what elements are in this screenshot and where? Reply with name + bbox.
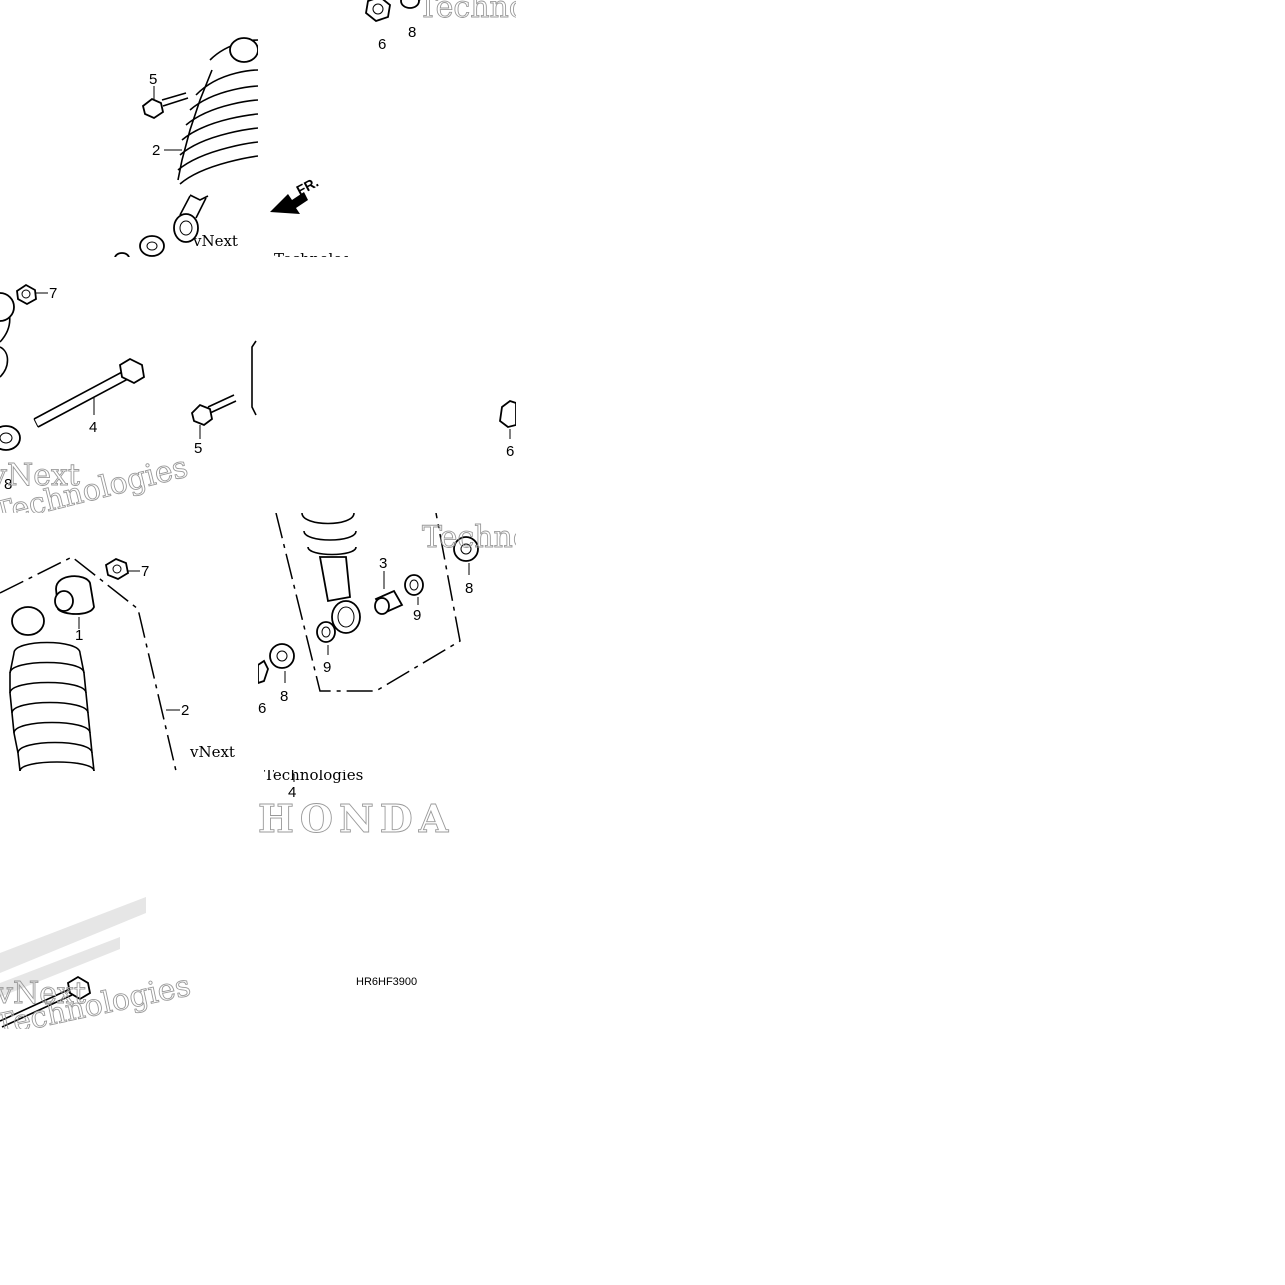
through-bolt-icon (0, 975, 92, 1028)
callout-8: 8 (280, 688, 288, 705)
seal-icon (316, 621, 336, 643)
callout-7: 7 (49, 285, 57, 302)
logo-watermark: HONDA (258, 796, 454, 834)
callout-7: 7 (141, 563, 149, 580)
callout-8: 8 (465, 580, 473, 597)
tile-shock-assembly: 1 7 2 vNext (0, 513, 258, 771)
flange-nut-icon (258, 659, 269, 684)
callout-9: 9 (323, 659, 331, 676)
callout-1: 1 (75, 627, 83, 644)
nut-icon (114, 252, 130, 258)
callout-9: 9 (413, 607, 421, 624)
tile-nut-washer-top: Techno (258, 0, 516, 23)
bolt-icon (141, 92, 189, 120)
callout-4: 4 (89, 419, 97, 436)
spring-icon (177, 37, 258, 185)
tile-bolts-middle: 7 4 5 8 vNext Technolo (0, 257, 258, 515)
tile-collar-seals: 3 9 8 9 8 (258, 513, 516, 771)
callout-6: 6 (258, 700, 266, 717)
watermark-text: vNext (0, 458, 80, 493)
washer-icon (139, 235, 165, 257)
washer-icon (400, 0, 420, 9)
flange-nut-icon (365, 0, 391, 23)
watermark-text: vNext (192, 232, 238, 250)
rubber-bushing-icon (54, 575, 95, 615)
callout-8: 8 (4, 476, 12, 493)
shock-lower-icon (301, 513, 361, 634)
watermark-text: Techno (422, 520, 516, 555)
callout-6: 6 (506, 443, 514, 460)
washer-icon (269, 643, 295, 669)
tile-bolt-lower: vNext Technologies (0, 893, 258, 1029)
callout-8: 8 (408, 24, 417, 41)
diagram-code: HR6HF3900 (356, 976, 418, 988)
tile-logo-strip: Technologies HONDA (258, 770, 516, 834)
spring-icon (9, 606, 95, 771)
callout-2: 2 (181, 702, 189, 719)
callout-2: 2 (152, 142, 160, 159)
washer-icon (453, 536, 479, 562)
seal-icon (404, 574, 424, 596)
callout-5: 5 (149, 71, 157, 88)
callout-5: 5 (194, 440, 202, 457)
flange-nut-icon (104, 557, 130, 581)
callout-6: 6 (378, 36, 387, 53)
callout-4: 4 (288, 784, 297, 801)
flange-nut-icon (16, 283, 37, 306)
callout-3: 3 (379, 555, 387, 572)
tile-nut-middle-right: 6 (258, 257, 516, 515)
bolt-icon (191, 394, 237, 427)
tile-shock-upper: 5 2 (0, 0, 258, 258)
spring-icon (0, 292, 15, 378)
flange-nut-icon (499, 399, 516, 428)
through-bolt-icon (33, 357, 145, 428)
watermark-text: Technologies (264, 770, 363, 784)
washer-icon (0, 425, 21, 451)
collar-icon (374, 589, 404, 615)
watermark-text: vNext (0, 976, 86, 1011)
watermark-text: vNext (189, 743, 235, 761)
watermark-text: Techno (418, 0, 516, 23)
shock-eye-icon (173, 194, 209, 243)
